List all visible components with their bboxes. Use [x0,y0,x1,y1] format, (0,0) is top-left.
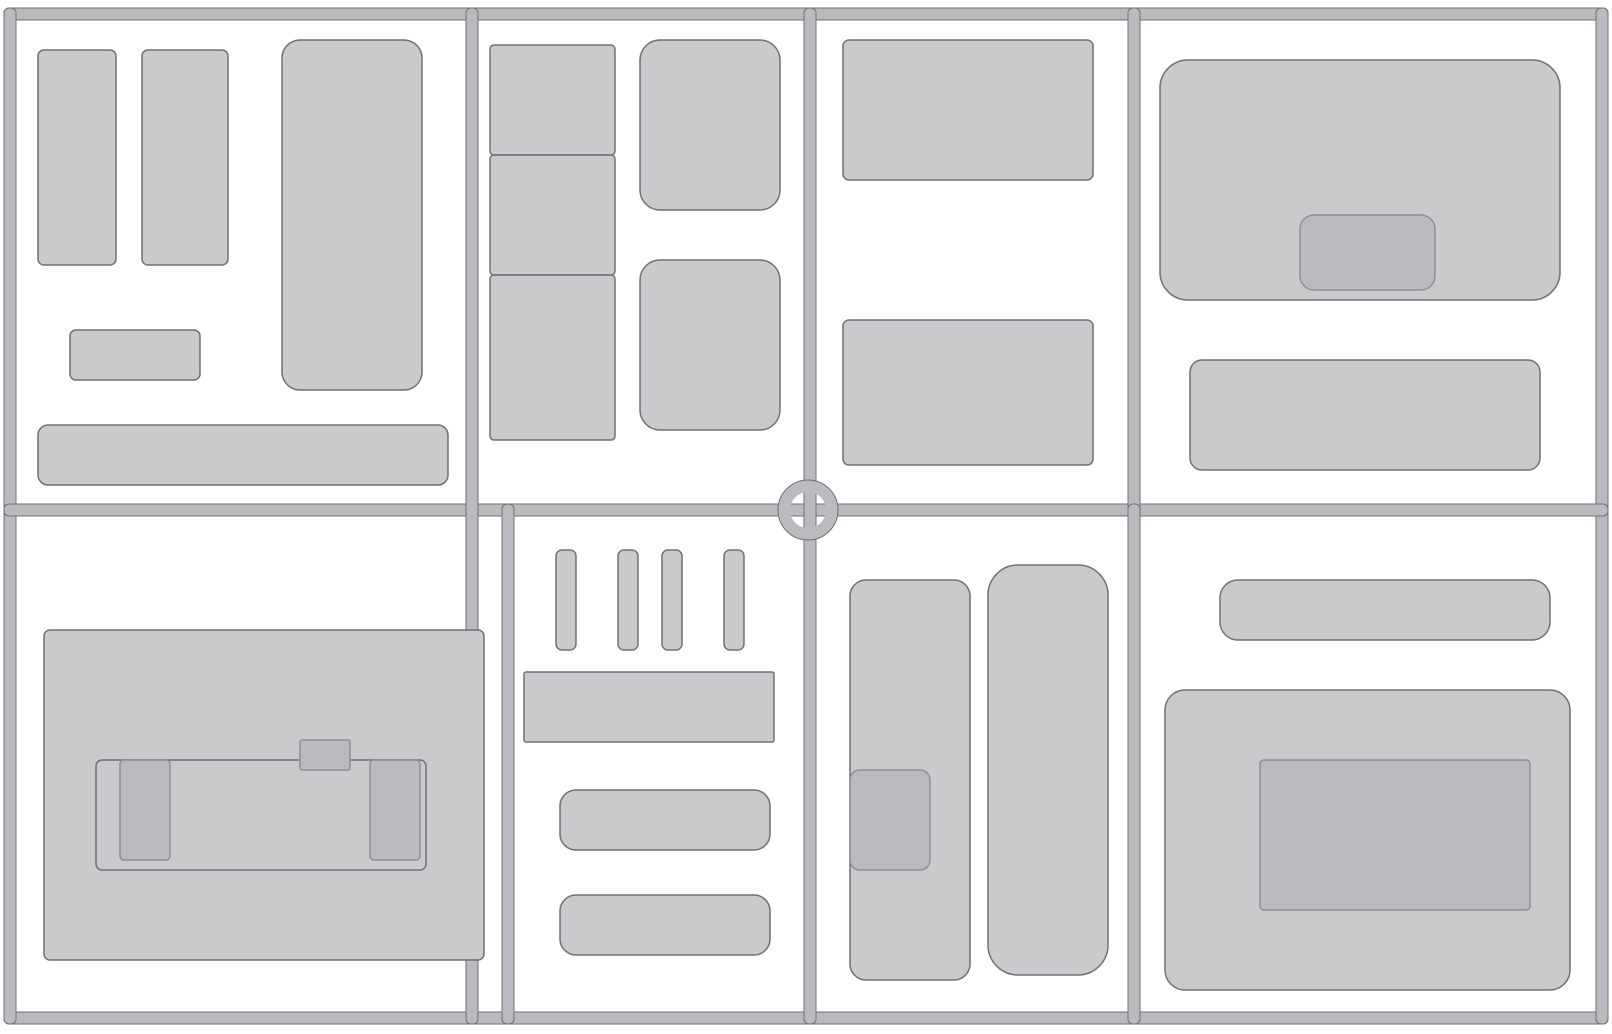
model-part [95,759,427,871]
model-part [489,274,616,441]
sprue-runner [803,7,817,1025]
model-part [489,154,616,276]
sprue-parts [37,39,1571,991]
model-part [37,49,117,266]
model-part [987,564,1109,976]
part-detail [369,759,421,861]
model-part [141,49,229,266]
model-part [639,39,781,211]
part-detail [299,739,351,771]
model-part [489,44,616,156]
model-part [555,549,577,651]
model-part [37,424,449,486]
runner-hub-outline [777,479,839,541]
part-detail [119,759,171,861]
model-part [842,319,1094,466]
part-detail [1299,214,1436,291]
model-part [639,259,781,431]
model-part [69,329,201,381]
model-part [559,894,771,956]
runner-hub [778,480,838,540]
model-part [1189,359,1541,471]
sprue-frame [3,7,1609,1025]
sprue-runner [1127,503,1141,1025]
sprue-runner [501,503,515,1025]
model-part [842,39,1094,181]
model-part [559,789,771,851]
part-detail [849,769,931,871]
model-part [281,39,423,391]
model-part [523,671,775,743]
part-detail [1259,759,1531,911]
model-part [617,549,639,651]
model-part [1219,579,1551,641]
model-part [723,549,745,651]
model-part [661,549,683,651]
model-part [1159,59,1561,301]
